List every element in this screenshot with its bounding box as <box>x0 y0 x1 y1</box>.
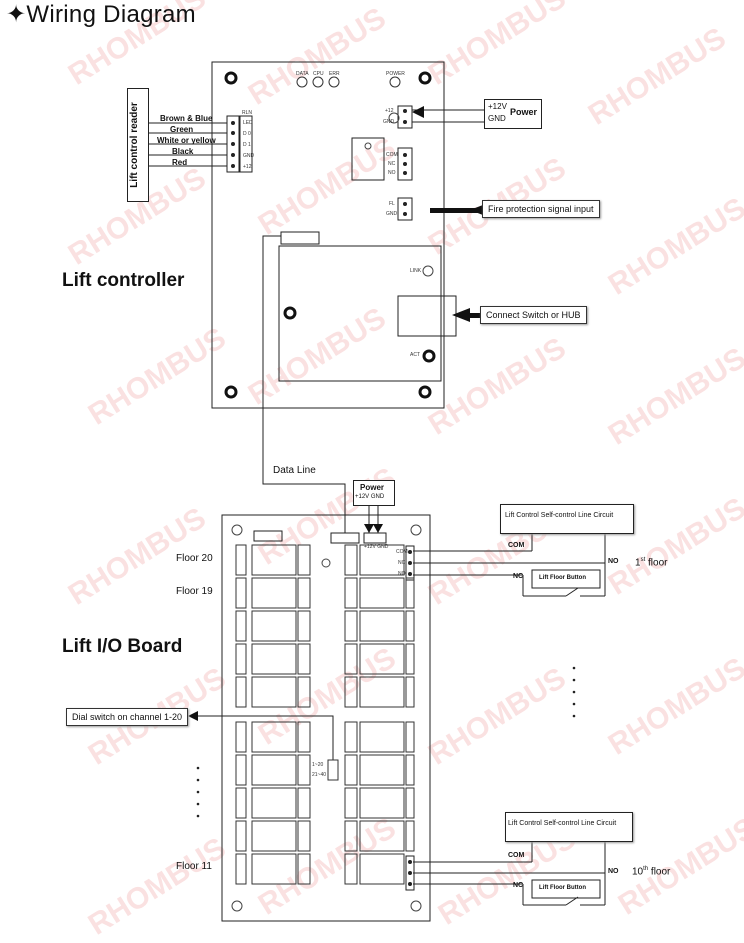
led-err-label: ERR <box>329 71 340 77</box>
circuit-top-floor: 1st floor <box>635 557 668 569</box>
network-callout: Connect Switch or HUB <box>480 306 587 324</box>
power-callout-gnd: GND <box>488 114 506 123</box>
floor-11-label: Floor 11 <box>176 861 212 872</box>
controller-pin-12: +12 <box>385 108 394 114</box>
floor-19-label: Floor 19 <box>176 586 213 597</box>
controller-relay-no: NO <box>388 170 396 176</box>
io-pin-nc: NC <box>398 560 406 566</box>
circuit-bottom-nc: NC <box>513 882 524 889</box>
controller-relay-com: COM <box>386 152 398 158</box>
reader-header: RLN <box>242 110 253 116</box>
controller-fire-gnd: GND <box>386 211 398 217</box>
fire-protection-callout: Fire protection signal input <box>482 200 600 218</box>
io-power-box <box>353 480 395 506</box>
wire-label-white-yellow: White or yellow <box>157 136 216 145</box>
io-board-outline <box>221 514 431 922</box>
dial-label-1-20: 1~20 <box>312 762 324 768</box>
reader-pin-d0: D 0 <box>243 131 251 137</box>
wire-label-green: Green <box>170 125 194 134</box>
io-pin-no: NO <box>398 571 406 577</box>
power-callout-voltage: +12V <box>488 102 507 111</box>
io-power-sub: +12V GND <box>355 494 385 500</box>
controller-fire-fl: FL <box>389 201 395 207</box>
wire-label-black: Black <box>172 147 194 156</box>
controller-network-module <box>278 245 442 382</box>
wire-label-brown-blue: Brown & Blue <box>160 114 213 123</box>
circuit-bottom-floor: 10th floor <box>632 866 671 878</box>
circuit-bottom-title-box <box>505 812 633 842</box>
circuit-bottom-no: NO <box>608 868 619 875</box>
reader-pin-d1: D 1 <box>243 142 251 148</box>
circuit-top-nc: NC <box>513 573 524 580</box>
circuit-bottom-com: COM <box>508 852 525 859</box>
lift-controller-label: Lift controller <box>62 270 185 291</box>
controller-board-outline <box>211 61 445 409</box>
led-cpu-label: CPU <box>313 71 324 77</box>
floor-20-label: Floor 20 <box>176 553 213 564</box>
led-data-label: DATA <box>296 71 309 77</box>
reader-pin-gnd: GND <box>243 153 255 159</box>
circuit-bottom-button: Lift Floor Button <box>539 885 586 891</box>
reader-label-box <box>127 88 149 202</box>
led-power-label: POWER <box>386 71 405 77</box>
circuit-top-button: Lift Floor Button <box>539 575 586 581</box>
circuit-top-title: Lift Control Self-control Line Circuit <box>505 512 614 519</box>
data-line-label: Data Line <box>273 465 316 476</box>
reader-label: Lift control reader <box>129 102 140 188</box>
circuit-bottom-title: Lift Control Self-control Line Circuit <box>508 820 617 827</box>
io-board-label: Lift I/O Board <box>62 636 183 657</box>
circuit-top-no: NO <box>608 558 619 565</box>
controller-pin-gnd: GND <box>383 119 395 125</box>
circuit-top-com: COM <box>508 542 525 549</box>
network-arrow <box>452 308 470 322</box>
circuit-top-title-box <box>500 504 634 534</box>
dial-switch-callout: Dial switch on channel 1-20 <box>66 708 189 726</box>
wire-label-red: Red <box>172 158 188 167</box>
page-title: ✦Wiring Diagram <box>6 1 196 28</box>
act-led-label: ACT <box>410 352 420 358</box>
power-callout <box>484 99 542 129</box>
io-pin-com: COM <box>396 549 408 555</box>
link-led-label: LINK <box>410 268 422 274</box>
dial-label-21-40: 21~40 <box>312 772 327 778</box>
power-callout-label: Power <box>510 107 538 117</box>
reader-pin-led: LED <box>243 120 253 126</box>
io-power-label: Power <box>360 483 385 492</box>
io-power-pins: +12V GND <box>364 544 389 550</box>
reader-pin-12: +12 <box>243 164 252 170</box>
controller-relay-nc: NC <box>388 161 396 167</box>
